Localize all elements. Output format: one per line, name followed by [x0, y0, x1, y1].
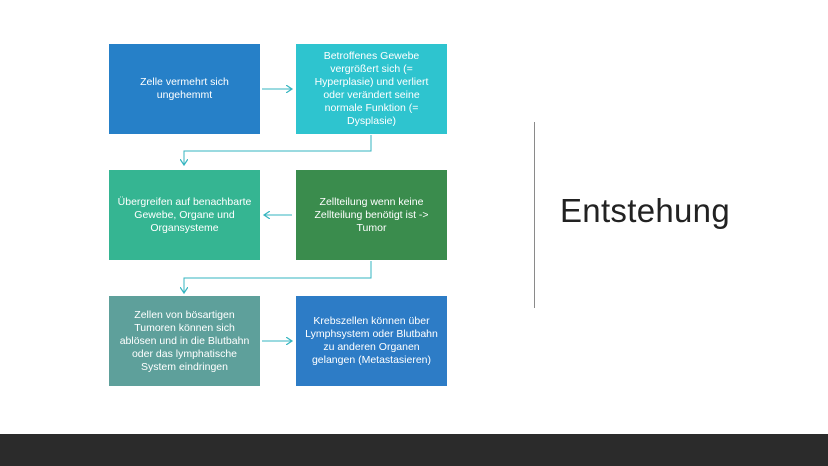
flow-box-1-text: Zelle vermehrt sich ungehemmt — [140, 76, 229, 101]
arrow-b4-to-b5 — [184, 261, 372, 293]
flow-box-3-text: Übergreifen auf benachbarte Gewebe, Orga… — [117, 195, 252, 234]
diagram-connectors — [0, 0, 372, 434]
flow-box-2-text: Betroffenes Gewebe vergrößert sich (= Hy… — [314, 50, 429, 127]
flow-box-6-text: Krebszellen können über Lymphsystem oder… — [305, 315, 438, 366]
flow-box-3: Übergreifen auf benachbarte Gewebe, Orga… — [109, 170, 260, 260]
flow-box-1: Zelle vermehrt sich ungehemmt — [109, 44, 260, 134]
flow-box-6: Krebszellen können über Lymphsystem oder… — [296, 296, 447, 386]
slide-title: Entstehung — [560, 192, 730, 229]
arrow-b2-to-b3 — [184, 135, 372, 165]
flow-box-5: Zellen von bösartigen Tumoren können sic… — [109, 296, 260, 386]
bottom-bar — [0, 434, 828, 466]
flow-box-4-text: Zellteilung wenn keine Zellteilung benöt… — [314, 195, 429, 234]
flow-box-5-text: Zellen von bösartigen Tumoren können sic… — [119, 308, 250, 373]
flow-box-2: Betroffenes Gewebe vergrößert sich (= Hy… — [296, 44, 447, 134]
flow-box-4: Zellteilung wenn keine Zellteilung benöt… — [296, 170, 447, 260]
slide: Zelle vermehrt sich ungehemmt Betroffene… — [0, 0, 730, 434]
vertical-divider — [534, 122, 535, 308]
